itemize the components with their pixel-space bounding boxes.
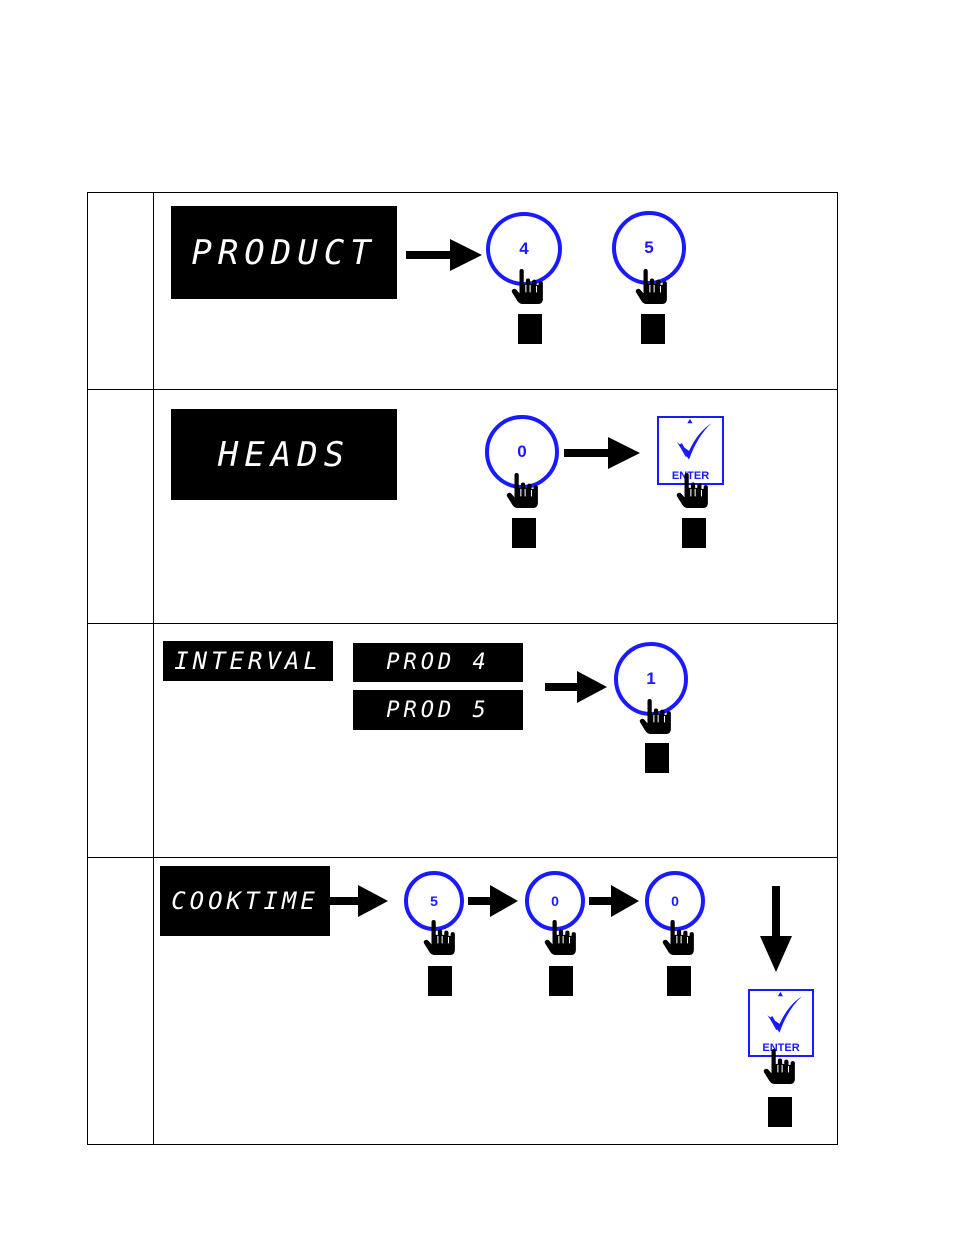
pointing-hand-icon bbox=[639, 694, 673, 740]
key-0[interactable]: 0 bbox=[645, 871, 705, 931]
step-number-cell bbox=[88, 193, 154, 389]
step-marker bbox=[641, 314, 665, 344]
display-interval: INTERVAL bbox=[163, 641, 333, 681]
display-prod-4: PROD 4 bbox=[353, 643, 523, 682]
step-marker bbox=[549, 966, 573, 996]
pointing-hand-icon bbox=[676, 468, 710, 514]
pointing-hand-icon bbox=[635, 264, 669, 310]
pointing-hand-icon bbox=[423, 915, 457, 961]
arrow-icon bbox=[468, 885, 518, 917]
enter-key-label: ENTER bbox=[671, 470, 710, 482]
arrow-icon bbox=[589, 885, 639, 917]
steps-table: PRODUCT 4 5 HEADS 0 ENTER INTERVAL PROD … bbox=[87, 192, 838, 1145]
arrow-icon bbox=[406, 239, 482, 271]
display-cooktime: COOKTIME bbox=[160, 866, 330, 936]
step-number-cell bbox=[88, 390, 154, 623]
arrow-icon bbox=[545, 671, 607, 703]
enter-key[interactable]: ENTER bbox=[748, 989, 814, 1057]
display-product: PRODUCT bbox=[171, 206, 397, 299]
step-marker bbox=[645, 743, 669, 773]
key-5[interactable]: 5 bbox=[612, 211, 686, 285]
step-number-cell bbox=[88, 858, 154, 1145]
checkmark-icon bbox=[661, 418, 724, 470]
step-marker bbox=[768, 1097, 792, 1127]
display-heads: HEADS bbox=[171, 409, 397, 500]
display-prod-5: PROD 5 bbox=[353, 690, 523, 730]
step-marker bbox=[512, 518, 536, 548]
pointing-hand-icon bbox=[511, 264, 545, 310]
step-marker bbox=[428, 966, 452, 996]
checkmark-icon bbox=[752, 991, 814, 1043]
step-row-3: INTERVAL PROD 4 PROD 5 1 bbox=[88, 624, 837, 858]
arrow-down-icon bbox=[760, 886, 792, 972]
enter-key[interactable]: ENTER bbox=[657, 416, 724, 485]
pointing-hand-icon bbox=[506, 468, 540, 514]
arrow-icon bbox=[330, 885, 388, 917]
step-row-4: COOKTIME 5 0 0 ENTER bbox=[88, 858, 837, 1145]
pointing-hand-icon bbox=[544, 915, 578, 961]
step-marker bbox=[682, 518, 706, 548]
step-marker bbox=[518, 314, 542, 344]
pointing-hand-icon bbox=[763, 1044, 797, 1090]
step-row-1: PRODUCT 4 5 bbox=[88, 193, 837, 390]
pointing-hand-icon bbox=[662, 915, 696, 961]
arrow-icon bbox=[564, 437, 640, 469]
key-4[interactable]: 4 bbox=[486, 212, 562, 286]
step-row-2: HEADS 0 ENTER bbox=[88, 390, 837, 624]
step-marker bbox=[667, 966, 691, 996]
step-number-cell bbox=[88, 624, 154, 857]
